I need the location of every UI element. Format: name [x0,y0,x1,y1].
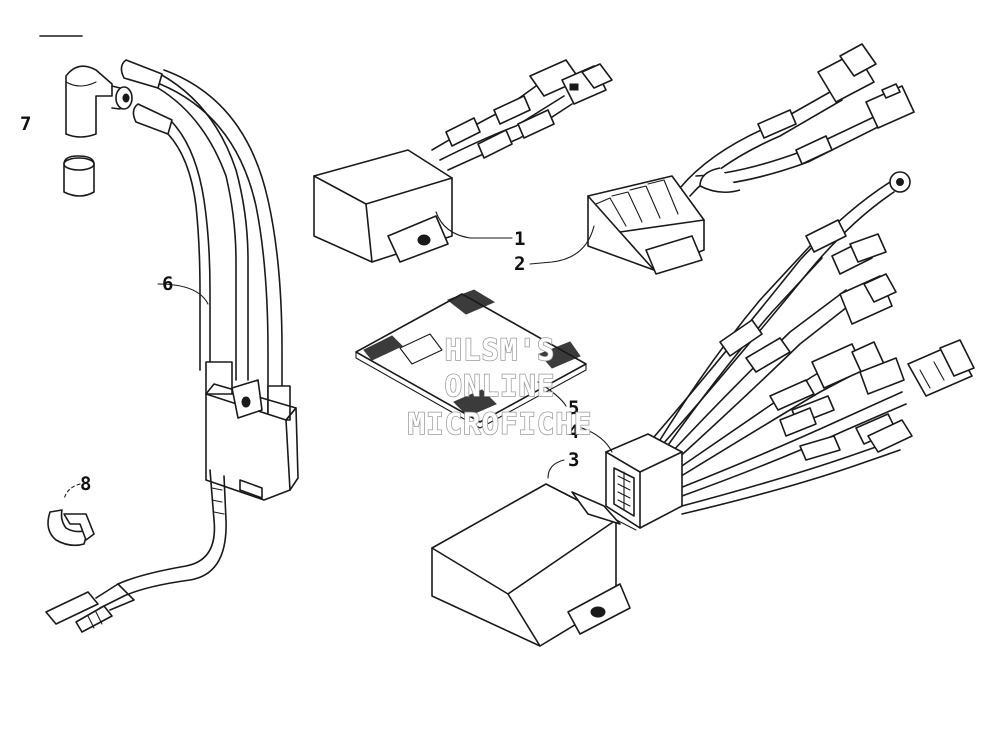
part-4-wiring-harness[interactable] [581,171,975,529]
part-8-wire-clip[interactable] [47,483,95,547]
part-5-foam-pad[interactable] [355,289,587,429]
leader-6 [157,283,209,305]
callout-7: 7 [20,113,31,135]
watermark-line-2: ONLINE [445,369,556,403]
callout-4: 4 [568,421,579,443]
callout-3: 3 [568,449,579,471]
part-7-spark-plug-cap[interactable] [65,65,133,138]
callout-8: 8 [80,473,91,495]
part-3-ecu-box[interactable] [431,459,637,647]
part-1-cdi-module[interactable] [313,59,613,263]
part-2-regulator-rectifier[interactable] [587,43,915,275]
callout-6: 6 [162,273,173,295]
part-6-ignition-coil[interactable] [45,59,299,633]
watermark-line-3: MICROFICHE [408,407,593,441]
leader-5 [537,381,567,407]
leader-2 [529,225,595,265]
callout-1: 1 [514,228,525,250]
leader-1 [435,211,513,239]
callout-5: 5 [568,397,579,419]
watermark-line-1: HLSM'S [445,333,556,367]
part-7b-boot[interactable] [63,155,95,197]
callout-2: 2 [514,253,525,275]
